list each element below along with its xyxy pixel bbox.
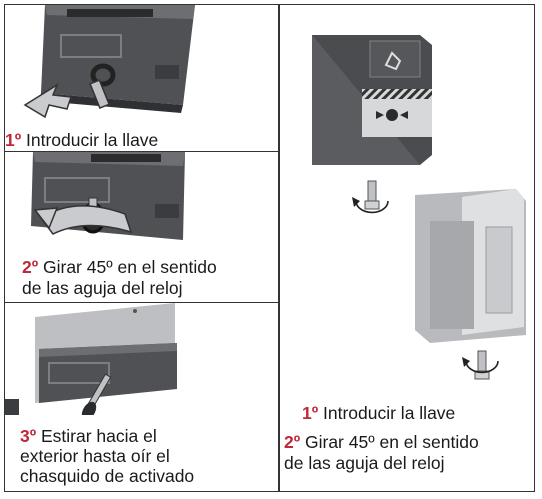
step-number: 2º <box>284 432 301 452</box>
insert-arrow-icon <box>23 83 73 119</box>
rotate-arrow-icon <box>462 357 499 374</box>
right-panel: 1º Introducir la llave 2º Girar 45º en e… <box>280 5 534 491</box>
key-icon <box>474 350 490 380</box>
rotate-arrow-icon <box>33 205 133 235</box>
key-icon <box>89 63 116 109</box>
step-number: 3º <box>20 426 37 446</box>
column-divider <box>278 4 280 492</box>
device-key-pull-illustration <box>5 303 177 415</box>
step-text-line-2: exterior hasta oír el <box>20 446 170 466</box>
device-key-turn-illustration <box>31 152 185 240</box>
key-icon <box>81 373 112 415</box>
step-text-line-2: de las aguja del reloj <box>284 453 445 473</box>
step-number: 1º <box>302 403 319 423</box>
step-text: Introducir la llave <box>323 403 456 423</box>
step-text-line-1: Girar 45º en el sentido <box>43 257 217 277</box>
step-1-cell: 1º Introducir la llave <box>5 5 278 151</box>
step-number: 2º <box>22 257 39 277</box>
step-text-line-1: Girar 45º en el sentido <box>305 432 479 452</box>
call-point-device <box>312 35 432 165</box>
rotate-arrow-icon <box>352 197 389 214</box>
step-text-line-3: chasquido de activado <box>20 466 195 486</box>
key-icon <box>364 180 380 210</box>
assembly-illustration <box>312 35 526 380</box>
back-box-device <box>415 189 526 343</box>
step-3-cell: 3º Estirar hacia el exterior hasta oír e… <box>5 303 278 491</box>
step-2-cell: 2º Girar 45º en el sentido de las aguja … <box>5 152 278 302</box>
row-divider-1 <box>4 151 279 152</box>
step-text-line-1: Estirar hacia el <box>41 426 157 446</box>
row-divider-2 <box>4 302 279 303</box>
step-text: Introducir la llave <box>26 130 159 150</box>
instruction-panel <box>4 4 535 492</box>
step-text-line-2: de las aguja del reloj <box>22 278 183 298</box>
device-key-insert-illustration <box>23 5 195 119</box>
step-number: 1º <box>5 130 22 150</box>
